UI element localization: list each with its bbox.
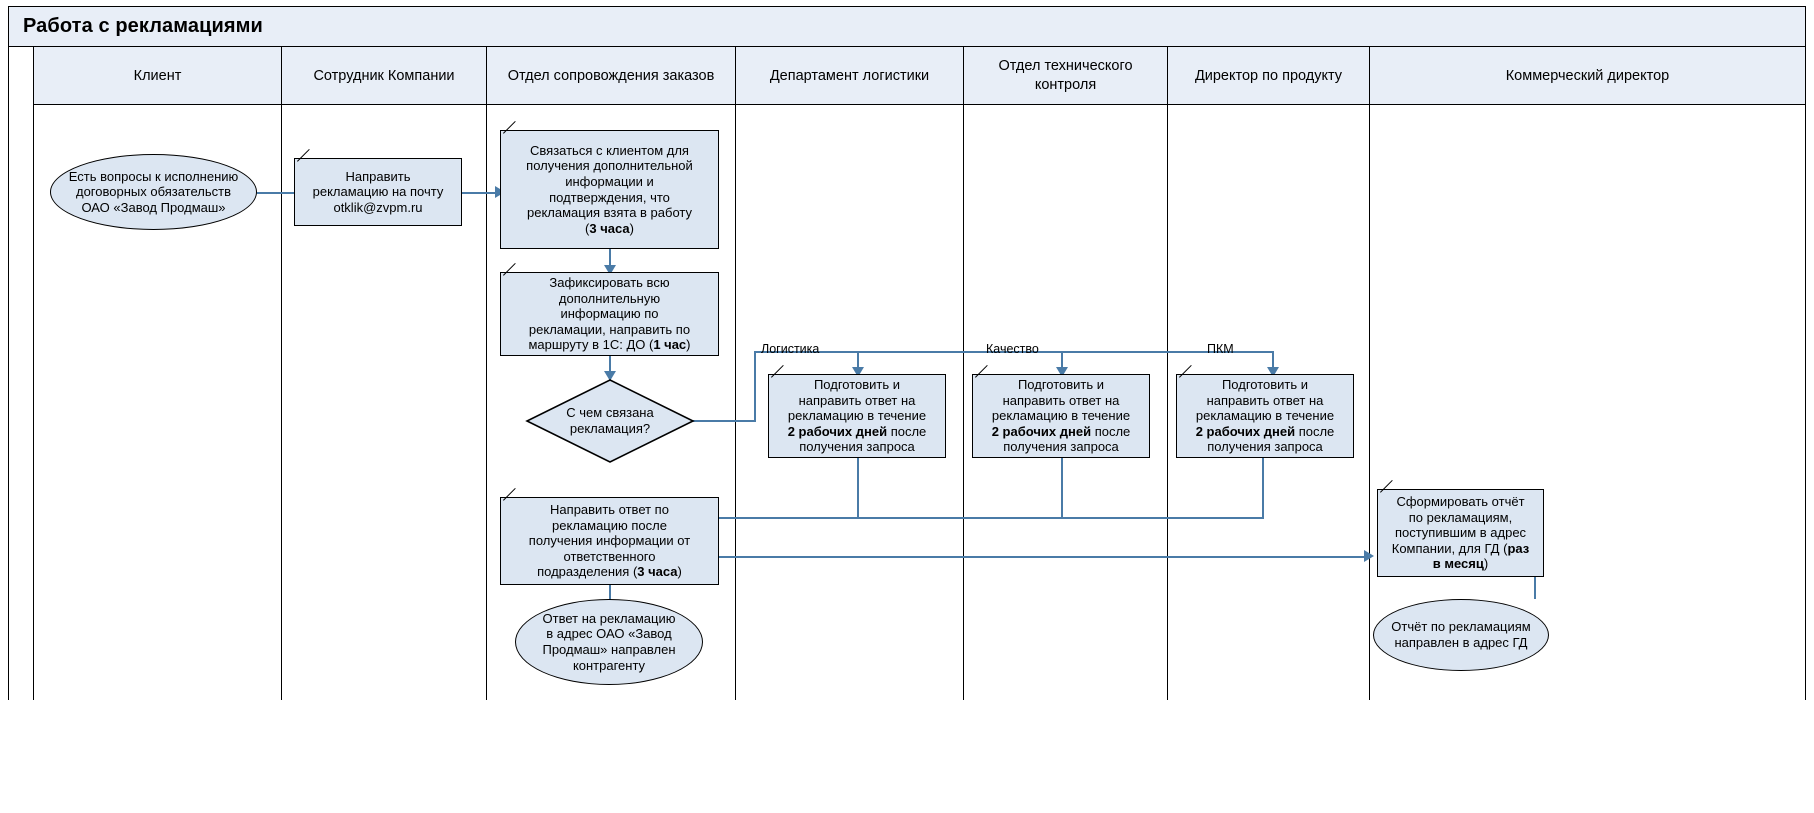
- node-logistics-reply-line-4: 2 рабочих дней после: [787, 423, 927, 439]
- branch-label-quality: Качество: [986, 342, 1039, 356]
- page-title: Работа с рекламациями: [23, 15, 263, 37]
- connector-merge-bus: [719, 517, 1264, 519]
- node-qc-reply-line-3: рекламацию в течение: [991, 408, 1131, 424]
- node-start-line-2: договорных обязательств: [75, 184, 232, 200]
- node-send-claim[interactable]: Направить рекламацию на почту otklik@zvp…: [294, 158, 462, 226]
- node-logistics-reply-line-2: направить ответ на: [798, 392, 916, 408]
- node-contact-client[interactable]: Связаться с клиентом для получения допол…: [500, 130, 719, 249]
- node-start-oval[interactable]: Есть вопросы к исполнению договорных обя…: [50, 154, 257, 230]
- branch-label-logistics: Логистика: [761, 342, 820, 356]
- node-logistics-reply[interactable]: Подготовить и направить ответ на реклама…: [768, 374, 946, 458]
- node-product-reply-line-1: Подготовить и: [1221, 377, 1309, 393]
- node-report-line-5: в месяц): [1432, 556, 1489, 572]
- arrowhead-final-to-report: [1364, 550, 1374, 562]
- node-end-report-oval[interactable]: Отчёт по рекламациям направлен в адрес Г…: [1373, 599, 1549, 671]
- node-contact-client-line-2: получения дополнительной: [526, 158, 693, 174]
- arrowhead-contact-to-record: [604, 265, 616, 275]
- node-end-report-line-1: Отчёт по рекламациям: [1391, 619, 1531, 635]
- node-record-info-line-2: дополнительную: [558, 290, 661, 306]
- node-product-reply-line-5: получения запроса: [1207, 439, 1323, 455]
- node-end-client-line-3: Продмаш» направлен: [542, 642, 676, 657]
- swimlane-diagram: Работа с рекламациями Клиент Сотрудник К…: [8, 6, 1806, 700]
- node-contact-client-duration: (3 часа): [585, 220, 634, 236]
- connector-send-to-contact: [462, 192, 500, 194]
- node-logistics-reply-line-1: Подготовить и: [813, 377, 901, 393]
- node-qc-reply-line-2: направить ответ на: [1002, 392, 1120, 408]
- node-send-claim-line-1: Направить: [345, 168, 411, 184]
- lane-header-row: Клиент Сотрудник Компании Отдел сопровож…: [34, 47, 1805, 105]
- node-contact-client-line-5: рекламация взята в работу: [526, 205, 692, 221]
- connector-decision-riser: [754, 351, 756, 421]
- node-decision-diamond[interactable]: С чем связана рекламация?: [525, 378, 695, 464]
- node-logistics-reply-line-3: рекламацию в течение: [787, 408, 927, 424]
- node-final-reply[interactable]: Направить ответ по рекламацию после полу…: [500, 497, 719, 585]
- node-contact-client-line-1: Связаться с клиентом для: [530, 142, 689, 158]
- connector-trunk-to-product: [1272, 351, 1274, 375]
- lane-header-qc: Отдел технического контроля: [964, 47, 1168, 105]
- node-final-reply-line-2: рекламацию после: [552, 517, 667, 533]
- node-final-reply-line-1: Направить ответ по: [550, 502, 669, 518]
- node-report-line-1: Сформировать отчёт: [1396, 494, 1525, 510]
- connector-contact-to-record: [609, 249, 611, 271]
- connector-trunk-to-logistics: [857, 351, 859, 375]
- connector-start-to-send: [257, 192, 302, 194]
- node-final-reply-line-5: подразделения (3 часа): [537, 564, 682, 580]
- connector-trunk-to-qc: [1061, 351, 1063, 375]
- node-qc-reply[interactable]: Подготовить и направить ответ на реклама…: [972, 374, 1150, 458]
- arrowhead-record-to-decision: [604, 371, 616, 381]
- arrowhead-trunk-to-logistics: [852, 367, 864, 377]
- connector-final-to-end: [609, 585, 611, 605]
- connector-product-return: [1262, 457, 1264, 517]
- node-product-reply[interactable]: Подготовить и направить ответ на реклама…: [1176, 374, 1354, 458]
- node-record-info-line-4: рекламации, направить по: [528, 321, 691, 337]
- node-product-reply-line-4: 2 рабочих дней после: [1195, 423, 1335, 439]
- pool-spine: [9, 47, 34, 700]
- node-report[interactable]: Сформировать отчёт по рекламациям, посту…: [1377, 489, 1544, 577]
- diagram-title-bar: Работа с рекламациями: [9, 7, 1805, 47]
- node-logistics-reply-line-5: получения запроса: [799, 439, 915, 455]
- node-record-info-line-5: маршруту в 1С: ДО (1 час): [528, 337, 691, 353]
- node-product-reply-line-3: рекламацию в течение: [1195, 408, 1335, 424]
- lane-header-employee: Сотрудник Компании: [282, 47, 487, 105]
- connector-decision-right: [678, 420, 756, 422]
- arrowhead-trunk-to-qc: [1056, 367, 1068, 377]
- node-end-report-line-2: направлен в адрес ГД: [1394, 635, 1528, 650]
- node-end-client-line-2: в адрес ОАО «Завод: [546, 626, 672, 642]
- node-contact-client-line-4: подтверждения, что: [549, 189, 670, 205]
- node-end-client-line-4: контрагенту: [572, 657, 646, 673]
- decision-diamond-shape: [525, 379, 695, 463]
- connector-branch-trunk: [754, 351, 1273, 353]
- node-qc-reply-line-1: Подготовить и: [1017, 377, 1105, 393]
- node-report-line-3: поступившим в адрес: [1394, 525, 1527, 541]
- connector-final-to-report: [714, 556, 1369, 558]
- node-qc-reply-line-5: получения запроса: [1003, 439, 1119, 455]
- node-send-claim-line-2: рекламацию на почту: [312, 184, 444, 200]
- lane-header-logistics: Департамент логистики: [736, 47, 964, 105]
- lane-header-product: Директор по продукту: [1168, 47, 1370, 105]
- lane-header-orders: Отдел сопровождения заказов: [487, 47, 736, 105]
- connector-logistics-return: [857, 457, 859, 517]
- node-end-client-oval[interactable]: Ответ на рекламацию в адрес ОАО «Завод П…: [515, 599, 703, 685]
- node-end-client-line-1: Ответ на рекламацию: [542, 610, 676, 626]
- node-send-claim-line-3: otklik@zvpm.ru: [333, 199, 423, 215]
- node-report-line-2: по рекламациям,: [1408, 509, 1513, 525]
- node-record-info-line-1: Зафиксировать всю: [549, 275, 670, 291]
- node-start-line-1: Есть вопросы к исполнению: [68, 168, 239, 184]
- node-contact-client-line-3: информации и: [565, 173, 654, 189]
- node-report-line-4: Компании, для ГД (раз: [1391, 540, 1530, 556]
- node-final-reply-line-4: ответственного: [563, 548, 656, 564]
- node-record-info-line-3: информацию по: [560, 306, 659, 322]
- node-product-reply-line-2: направить ответ на: [1206, 392, 1324, 408]
- connector-report-to-end: [1534, 577, 1536, 599]
- arrowhead-trunk-to-product: [1267, 367, 1279, 377]
- node-record-info[interactable]: Зафиксировать всю дополнительную информа…: [500, 272, 719, 356]
- branch-label-pkm: ПКМ: [1207, 342, 1234, 356]
- connector-record-to-decision: [609, 355, 611, 377]
- node-start-line-3: ОАО «Завод Продмаш»: [81, 199, 226, 215]
- connector-qc-return: [1061, 457, 1063, 517]
- lane-header-client: Клиент: [34, 47, 282, 105]
- lane-header-commerce: Коммерческий директор: [1505, 67, 1670, 84]
- node-qc-reply-line-4: 2 рабочих дней после: [991, 423, 1131, 439]
- node-final-reply-line-3: получения информации от: [528, 533, 691, 549]
